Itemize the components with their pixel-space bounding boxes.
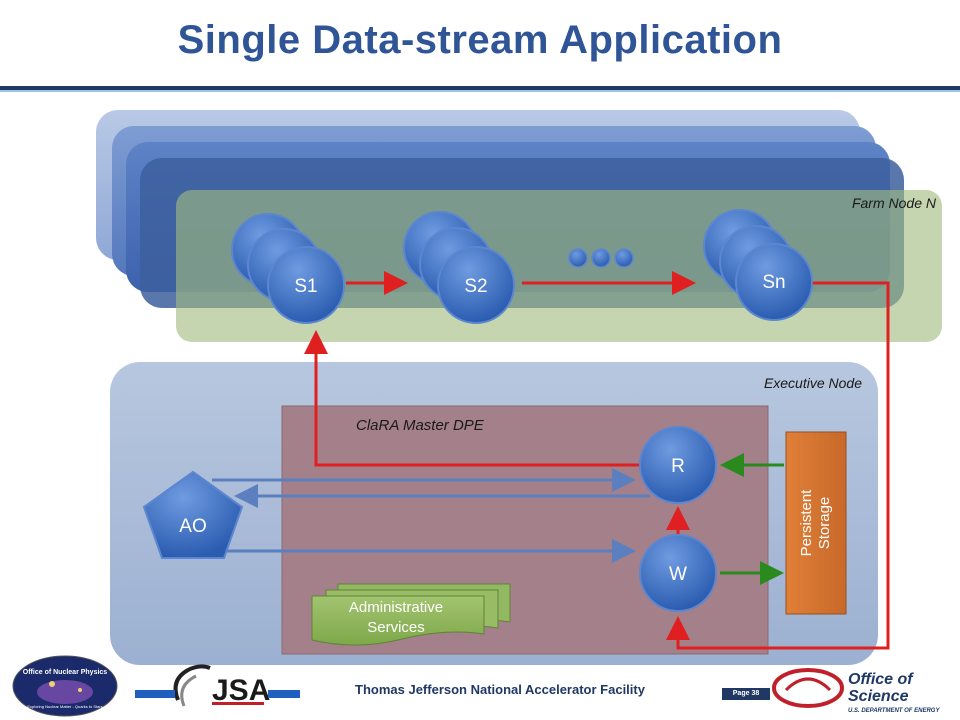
ellipsis-dot-3 [614, 248, 634, 268]
footer-bar-left [135, 690, 175, 698]
service-sn [735, 243, 813, 321]
service-sn-label: Sn [762, 272, 785, 293]
admin-services-front [311, 595, 485, 646]
office-of-science-line2: Science [848, 688, 909, 705]
title-rule [0, 86, 960, 90]
service-s2-label: S2 [464, 276, 487, 297]
storage-label-line2: Storage [816, 497, 833, 550]
ellipsis-dot-2 [591, 248, 611, 268]
footer-org: Thomas Jefferson National Accelerator Fa… [355, 682, 645, 697]
storage-label-line1: Persistent [798, 489, 815, 557]
persistent-storage [785, 431, 847, 615]
flow-r-to-s1 [304, 330, 640, 467]
service-ao [142, 470, 244, 559]
flow-sn-to-w [666, 281, 890, 650]
page-number: Page 38 [722, 688, 770, 700]
farm-node-label: Farm Node N [852, 195, 937, 211]
footer-bar-mid [268, 690, 300, 698]
office-of-science-logo: Office of Science U.S. DEPARTMENT OF ENE… [772, 668, 940, 714]
nuclear-physics-logo-tag: Exploring Nuclear Matter - Quarks to Sta… [27, 704, 102, 709]
nuclear-physics-logo: Office of Nuclear Physics Exploring Nucl… [12, 655, 118, 717]
service-s1-label: S1 [294, 276, 317, 297]
service-s1 [267, 246, 345, 324]
ellipsis-dot-1 [568, 248, 588, 268]
office-of-science-line1: Office of [848, 671, 914, 688]
master-dpe-label: ClaRA Master DPE [356, 417, 485, 434]
service-r-label: R [671, 456, 685, 477]
jsa-logo: JSA [173, 664, 270, 707]
office-of-science-line3: U.S. DEPARTMENT OF ENERGY [848, 708, 940, 714]
service-s2 [437, 246, 515, 324]
service-w-label: W [669, 564, 687, 585]
jsa-logo-text: JSA [212, 674, 270, 707]
service-r [639, 426, 717, 504]
service-ao-label: AO [179, 516, 206, 537]
admin-services-line1: Administrative [349, 599, 443, 616]
admin-services-line2: Services [367, 619, 425, 636]
service-w [639, 534, 717, 612]
title-rule-accent [0, 90, 960, 92]
nuclear-physics-logo-text: Office of Nuclear Physics [23, 669, 108, 676]
page-title: Single Data-stream Application [177, 18, 783, 62]
executive-node-label: Executive Node [764, 375, 862, 391]
